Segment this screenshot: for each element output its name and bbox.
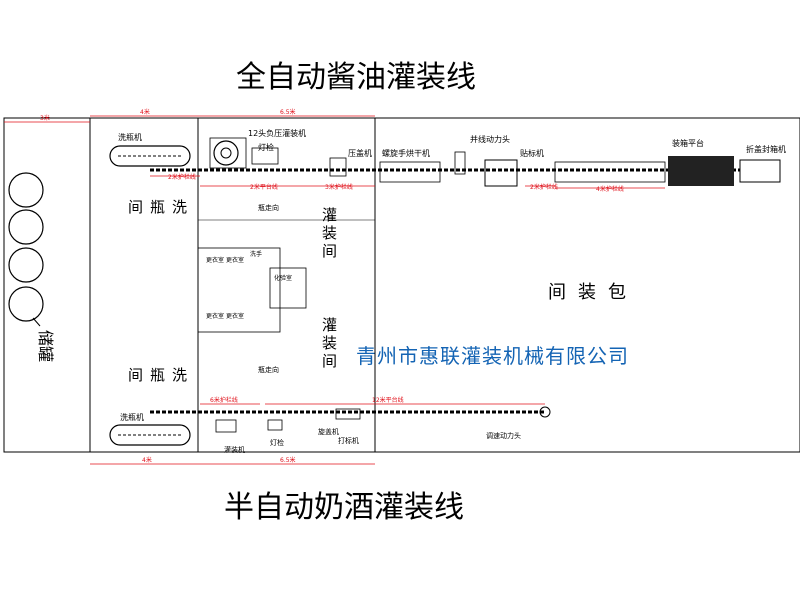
carton-sealer-label: 折盖封箱机 [746,144,786,154]
top-washer-label: 洗瓶机 [118,132,142,142]
bottom-capper-label: 旋盖机 [318,427,339,436]
filling-room-top-2: 装 [322,224,337,242]
lab-note-2: 更衣室 [226,256,244,264]
lab-note-6: 洗手 [250,250,262,258]
wash-room-bottom-2: 瓶 [150,366,165,384]
wash-room-bottom-3: 间 [128,366,143,384]
building-outline [3,117,800,453]
company-name: 青州市惠联灌装机械有限公司 [356,344,629,368]
flow-note-2: 瓶走向 [258,365,279,374]
bottom-conveyor-end [539,406,551,418]
lab-note-4: 更衣室 [226,312,244,320]
lab-note-3: 更衣室 [206,312,224,320]
wash-room-top-3: 间 [128,198,143,216]
packing-room-2: 装 [578,282,596,303]
packing-room-3: 间 [548,282,566,303]
spiral-dryer-label: 螺旋手烘干机 [382,148,430,158]
filler-frame [209,137,247,169]
rail-3-label: 3米护栏线 [325,183,353,191]
wash-room-top-2: 瓶 [150,198,165,216]
tank [8,172,44,208]
wash-room-bottom-1: 洗 [172,366,187,384]
capper-label: 压盖机 [348,148,372,158]
semi-filler-label: 灌装机 [224,445,245,454]
filler-wheel [213,140,239,166]
bottom-capper-box [335,408,361,420]
bottom-washer-belt [109,424,191,446]
rail-6-label: 6米护栏线 [210,396,238,404]
carton-sealer-box [739,159,781,183]
tank-pointer [32,317,41,327]
rail-2b-label: 2米平台线 [250,183,278,191]
packing-room-1: 包 [608,282,626,303]
filler-hub [220,147,232,159]
bottom-inspect-label: 灯检 [270,438,284,447]
dim-65m-bottom-label: 6.5米 [280,456,296,464]
filling-room-bottom-2: 装 [322,334,337,352]
filling-room-bottom-1: 灌 [322,316,337,334]
merge-power-box [454,151,466,175]
dim-4m-bottom-label: 4米 [142,456,152,464]
lab-room [269,267,307,309]
wash-room-top-1: 洗 [172,198,187,216]
rail-2a-label: 2米护栏线 [168,173,196,181]
merge-power-label: 并线动力头 [470,134,510,144]
tank [8,209,44,245]
changing-room [197,247,281,333]
packing-platform-label: 装箱平台 [672,138,704,148]
filler12-label: 12头负压灌装机 [248,128,306,138]
lab-note-5: 化验室 [274,274,292,282]
bottom-inspect-box [267,419,283,431]
labeler-box [484,159,518,187]
bottom-line-title: 半自动奶酒灌装线 [224,490,464,525]
packing-platform-box [554,161,666,183]
dim-3m-label: 3米 [40,114,50,122]
rail-2c-label: 2米护栏线 [530,183,558,191]
rail-12-label: 12米平台线 [372,396,404,404]
packing-platform-rollers [668,156,734,186]
tank [8,247,44,283]
bottom-labeler-label: 打标机 [338,436,359,445]
top-line-title: 全自动酱油灌装线 [236,60,476,95]
capper-box [329,157,347,177]
light-box [251,147,279,165]
rail-4-label: 4米护栏线 [596,185,624,193]
tail-power-label: 调速动力头 [486,431,521,440]
dim-65m-label: 6.5米 [280,108,296,116]
lab-note-1: 更衣室 [206,256,224,264]
bottom-washer-label: 洗瓶机 [120,412,144,422]
filling-room-top-3: 间 [322,242,337,260]
tank [8,286,44,322]
dim-4m-label: 4米 [140,108,150,116]
dryer-box [379,161,441,183]
filling-room-top-1: 灌 [322,206,337,224]
filling-room-bottom-3: 间 [322,352,337,370]
flow-note-1: 瓶走向 [258,203,279,212]
light-inspect-label: 灯检 [258,142,274,152]
labeler-label: 贴标机 [520,148,544,158]
semi-filler-box [215,419,237,433]
storage-label: 储罐 [36,330,55,362]
top-washer-belt [109,145,191,167]
